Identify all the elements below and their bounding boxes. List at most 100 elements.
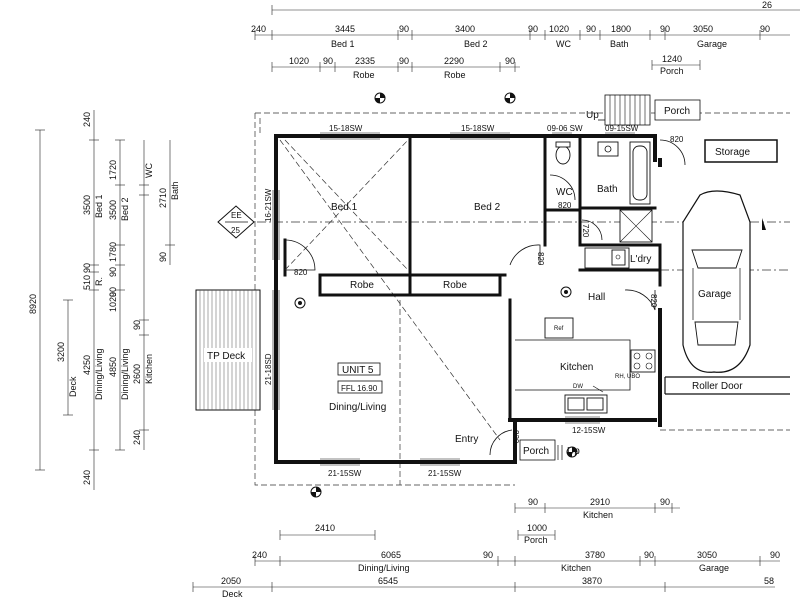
section-markers bbox=[310, 92, 578, 498]
svg-text:3500: 3500 bbox=[82, 195, 92, 215]
svg-text:16-21SW: 16-21SW bbox=[264, 188, 273, 222]
svg-text:2290: 2290 bbox=[444, 56, 464, 66]
svg-text:820: 820 bbox=[536, 252, 545, 266]
rh-ubo-label: RH, UBO bbox=[615, 374, 640, 380]
svg-text:2335: 2335 bbox=[355, 56, 375, 66]
svg-text:90: 90 bbox=[132, 320, 142, 330]
bed2-label: Bed 2 bbox=[474, 202, 501, 213]
svg-text:2710: 2710 bbox=[158, 188, 168, 208]
svg-text:3780: 3780 bbox=[585, 550, 605, 560]
svg-text:90: 90 bbox=[108, 267, 118, 277]
svg-text:240: 240 bbox=[251, 24, 266, 34]
svg-text:Bed 2: Bed 2 bbox=[464, 39, 488, 49]
svg-text:90: 90 bbox=[323, 56, 333, 66]
car-icon bbox=[682, 190, 751, 373]
roller-door-label: Roller Door bbox=[692, 381, 743, 392]
svg-text:09-06 SW: 09-06 SW bbox=[547, 124, 583, 133]
external-walls bbox=[274, 134, 662, 464]
svg-text:Bed 1: Bed 1 bbox=[94, 194, 104, 218]
svg-text:Deck: Deck bbox=[222, 589, 243, 599]
svg-text:820: 820 bbox=[670, 135, 684, 144]
svg-text:510: 510 bbox=[82, 275, 92, 290]
fixtures bbox=[294, 141, 656, 414]
bath-label: Bath bbox=[597, 184, 618, 195]
wc-label: WC bbox=[556, 187, 573, 198]
garage-label: Garage bbox=[698, 289, 732, 300]
up-top-label: Up bbox=[586, 110, 599, 121]
section-marker-ee: EE 25 bbox=[217, 205, 255, 239]
svg-text:90: 90 bbox=[483, 550, 493, 560]
svg-text:90: 90 bbox=[399, 24, 409, 34]
svg-text:12-15SW: 12-15SW bbox=[572, 426, 606, 435]
svg-text:90: 90 bbox=[399, 56, 409, 66]
windows bbox=[272, 132, 635, 466]
svg-text:6065: 6065 bbox=[381, 550, 401, 560]
porch-bottom-label: Porch bbox=[523, 446, 549, 457]
bed1-label: Bed 1 bbox=[331, 202, 358, 213]
svg-text:15-18SW: 15-18SW bbox=[461, 124, 495, 133]
robe1-label: Robe bbox=[350, 280, 374, 291]
svg-text:90: 90 bbox=[108, 287, 118, 297]
svg-text:820: 820 bbox=[511, 430, 520, 444]
svg-text:Bath: Bath bbox=[170, 181, 180, 200]
svg-text:8920: 8920 bbox=[28, 294, 38, 314]
svg-text:240: 240 bbox=[252, 550, 267, 560]
top-stairs: Porch Up bbox=[586, 94, 701, 126]
porch-top-label: Porch bbox=[664, 106, 690, 117]
bottom-dimension-strings: 90 2910 90 Kitchen 2410 1000 Porch 240 6… bbox=[192, 497, 780, 599]
svg-text:240: 240 bbox=[132, 430, 142, 445]
svg-text:Dining/Living: Dining/Living bbox=[358, 563, 410, 573]
svg-text:2410: 2410 bbox=[315, 523, 335, 533]
svg-text:Bed 1: Bed 1 bbox=[331, 39, 355, 49]
svg-text:Kitchen: Kitchen bbox=[583, 510, 613, 520]
svg-text:25: 25 bbox=[231, 226, 240, 235]
roof-outline bbox=[240, 112, 790, 486]
svg-text:820: 820 bbox=[649, 294, 658, 308]
kitchen-label: Kitchen bbox=[560, 362, 593, 373]
unit-tag: UNIT 5 FFL 16.90 bbox=[337, 362, 383, 394]
svg-text:58: 58 bbox=[764, 576, 774, 586]
svg-text:1020: 1020 bbox=[289, 56, 309, 66]
svg-text:21-18SD: 21-18SD bbox=[264, 353, 273, 385]
dw-label: DW bbox=[573, 384, 583, 390]
tp-deck: TP Deck bbox=[195, 289, 261, 411]
svg-text:1000: 1000 bbox=[527, 523, 547, 533]
svg-text:90: 90 bbox=[760, 24, 770, 34]
svg-text:15-18SW: 15-18SW bbox=[329, 124, 363, 133]
internal-walls bbox=[283, 134, 662, 422]
svg-text:1720: 1720 bbox=[108, 160, 118, 180]
svg-text:3200: 3200 bbox=[56, 342, 66, 362]
entry-label: Entry bbox=[455, 434, 478, 445]
ref-label: Ref bbox=[554, 326, 564, 332]
svg-text:21-15SW: 21-15SW bbox=[328, 469, 362, 478]
svg-text:FFL 16.90: FFL 16.90 bbox=[341, 384, 378, 393]
svg-text:1780: 1780 bbox=[108, 242, 118, 262]
svg-text:90: 90 bbox=[528, 24, 538, 34]
svg-text:240: 240 bbox=[82, 112, 92, 127]
svg-text:90: 90 bbox=[82, 263, 92, 273]
svg-text:Bed 2: Bed 2 bbox=[120, 197, 130, 221]
svg-text:Kitchen: Kitchen bbox=[144, 354, 154, 384]
top-dimension-strings: 26 240 3445 Bed 1 90 3400 Bed 2 90 1020 … bbox=[251, 0, 800, 80]
svg-text:3050: 3050 bbox=[693, 24, 713, 34]
svg-text:90: 90 bbox=[770, 550, 780, 560]
svg-text:Porch: Porch bbox=[524, 535, 548, 545]
left-dimension-strings: 8920 3200 Deck 240 3500 Bed 1 90 510 R. … bbox=[28, 110, 180, 490]
svg-text:Deck: Deck bbox=[68, 376, 78, 397]
deck-label: TP Deck bbox=[207, 351, 246, 362]
svg-text:4850: 4850 bbox=[108, 357, 118, 377]
svg-text:2600: 2600 bbox=[132, 364, 142, 384]
svg-text:90: 90 bbox=[158, 252, 168, 262]
svg-text:3050: 3050 bbox=[697, 550, 717, 560]
svg-text:1020: 1020 bbox=[549, 24, 569, 34]
svg-text:Porch: Porch bbox=[660, 66, 684, 76]
svg-text:Garage: Garage bbox=[699, 563, 729, 573]
svg-text:3445: 3445 bbox=[335, 24, 355, 34]
svg-text:Bath: Bath bbox=[610, 39, 629, 49]
svg-text:Dining/Living: Dining/Living bbox=[120, 348, 130, 400]
svg-text:R.: R. bbox=[94, 277, 104, 286]
svg-text:720: 720 bbox=[581, 224, 590, 238]
svg-text:Garage: Garage bbox=[697, 39, 727, 49]
svg-text:820: 820 bbox=[558, 201, 572, 210]
